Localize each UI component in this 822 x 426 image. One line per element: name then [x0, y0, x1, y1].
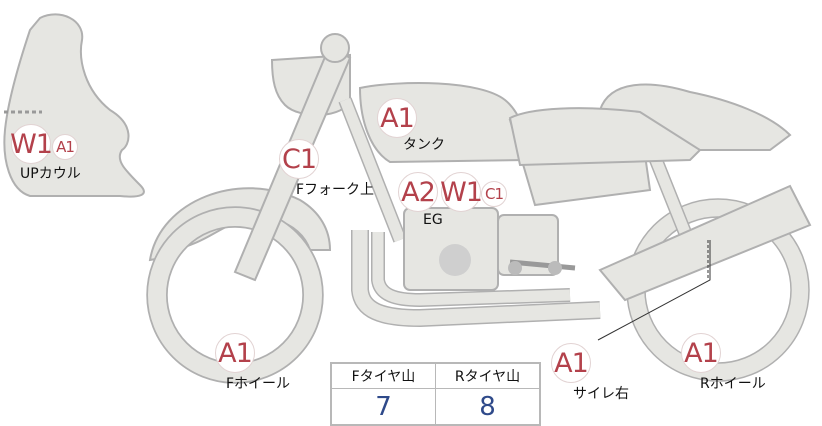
front-wheel-outline: [146, 206, 324, 384]
damage-marker-cowl-a[interactable]: A1: [52, 134, 78, 160]
label-front-fork: Fフォーク上: [296, 182, 375, 198]
seat-part: [598, 83, 792, 151]
value-rear-tire: 8: [435, 388, 541, 426]
damage-marker-eg-c[interactable]: C1: [481, 181, 507, 207]
label-rear-wheel: Rホイール: [700, 376, 766, 392]
muffler-part: [598, 184, 812, 302]
label-engine: EG: [423, 212, 443, 228]
damage-marker-cowl-w[interactable]: W1: [10, 124, 53, 164]
damage-marker-eg-a[interactable]: A2: [398, 172, 438, 212]
damage-marker-front-wheel[interactable]: A1: [215, 333, 255, 373]
value-front-tire: 7: [330, 388, 436, 426]
header-front-tire: Fタイヤ山: [330, 362, 436, 389]
header-rear-tire: Rタイヤ山: [435, 362, 541, 389]
tire-tread-table: Fタイヤ山 Rタイヤ山 7 8: [330, 362, 541, 426]
label-tank: タンク: [403, 137, 445, 153]
label-muffler-right: サイレ右: [573, 386, 629, 402]
damage-marker-fork[interactable]: C1: [279, 139, 319, 179]
label-front-wheel: Fホイール: [226, 376, 291, 392]
damage-marker-tank[interactable]: A1: [377, 98, 417, 138]
label-upper-cowl: UPカウル: [20, 166, 81, 182]
damage-marker-muffler[interactable]: A1: [551, 343, 591, 383]
damage-marker-rear-wheel[interactable]: A1: [681, 333, 721, 373]
damage-marker-eg-w[interactable]: W1: [440, 172, 483, 212]
